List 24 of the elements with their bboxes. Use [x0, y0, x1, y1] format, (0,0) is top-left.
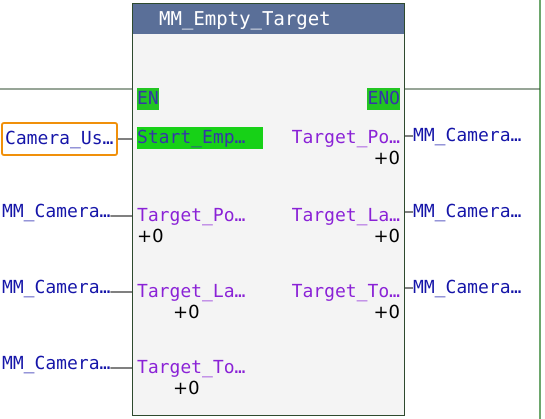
variable-label: MM_Camera…	[413, 125, 522, 147]
variable-label: Camera_Us…	[1, 122, 118, 156]
variable-label: MM_Camera…	[2, 277, 110, 299]
pin-value: +0	[373, 149, 400, 169]
variable-label: MM_Camera…	[2, 353, 110, 375]
pin-label: Target_Po…	[137, 205, 246, 227]
pin-label: Target_Po…	[292, 127, 400, 149]
pin-label: EN	[137, 88, 159, 110]
block-title: MM_Empty_Target	[133, 4, 404, 34]
pin-label: Start_Emp…	[137, 127, 263, 149]
pin-label: Target_La…	[292, 205, 400, 227]
pin-label: Target_To…	[137, 357, 246, 379]
pin-label: Target_La…	[137, 281, 246, 303]
pin-value: +0	[373, 303, 400, 323]
pin-value: +0	[137, 227, 164, 247]
pin-label: ENO	[367, 88, 400, 110]
pin-value: +0	[173, 303, 200, 323]
variable-label: MM_Camera…	[2, 201, 110, 223]
pin-value: +0	[173, 379, 200, 399]
pin-label: Target_To…	[292, 281, 400, 303]
function-block	[132, 3, 405, 416]
variable-label: MM_Camera…	[413, 277, 522, 299]
variable-label: MM_Camera…	[413, 201, 522, 223]
pin-value: +0	[373, 227, 400, 247]
